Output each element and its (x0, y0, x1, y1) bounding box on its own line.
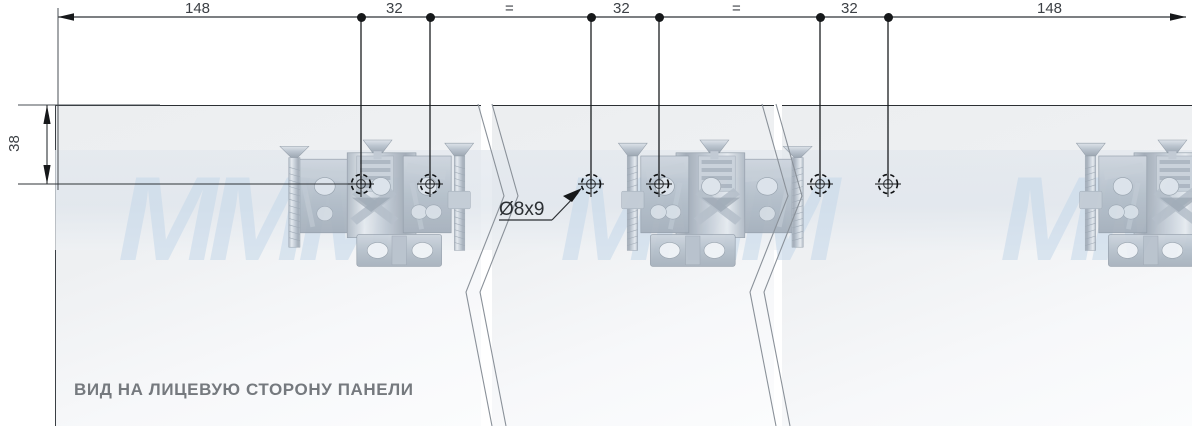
dimension-label-32-b: 32 (613, 0, 630, 17)
left-dim-arrow-bottom (43, 165, 51, 184)
dimension-label-148-right: 148 (1037, 0, 1063, 17)
dimension-label-equal-b: = (732, 0, 741, 17)
dimension-label-32-c: 32 (841, 0, 858, 17)
hole-callout-label: Ø8x9 (499, 199, 545, 220)
dimension-node-6 (883, 12, 893, 22)
dimension-label-equal-a: = (505, 0, 514, 17)
left-dim-arrow-top (43, 105, 51, 124)
dimension-node-5 (815, 12, 825, 22)
dimension-node-3 (586, 12, 596, 22)
panel-shading-band (55, 150, 1192, 250)
dimension-label-38: 38 (5, 135, 23, 152)
dimension-node-4 (654, 12, 664, 22)
dimension-node-1 (356, 12, 366, 22)
dimension-label-32-a: 32 (386, 0, 403, 17)
view-caption: ВИД НА ЛИЦЕВУЮ СТОРОНУ ПАНЕЛИ (74, 380, 414, 399)
dim-arrow-right (1170, 13, 1186, 21)
dimension-node-2 (425, 12, 435, 22)
dim-arrow-left (58, 13, 74, 21)
dimension-label-148-left: 148 (185, 0, 211, 17)
